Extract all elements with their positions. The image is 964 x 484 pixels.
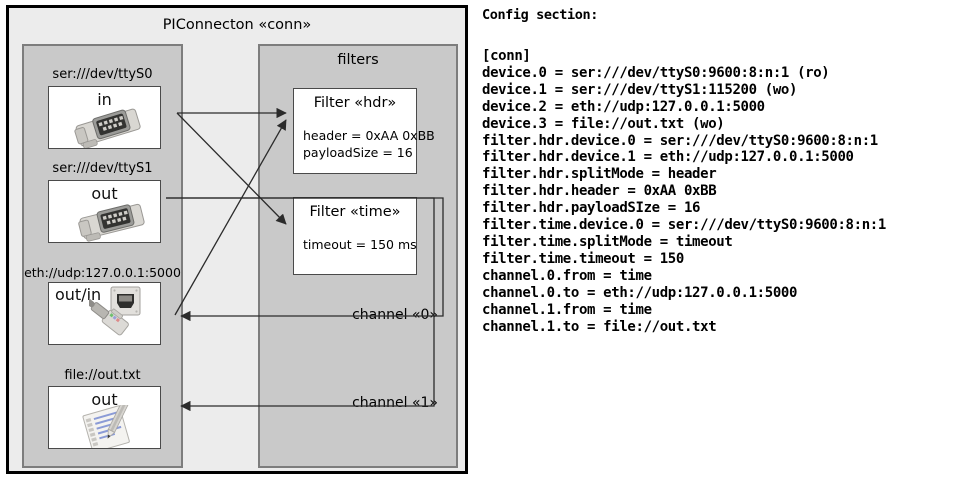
devices-panel: ser:///dev/ttyS0 in: [22, 44, 183, 468]
connector-diagram: PIConnecton «conn» ser:///dev/ttyS0 in: [6, 5, 468, 474]
filters-panel: filters Filter «hdr» header = 0xAA 0xBB …: [258, 44, 458, 468]
device-label-ttyS0: ser:///dev/ttyS0: [52, 67, 153, 82]
filters-panel-title: filters: [337, 52, 379, 68]
serial-port-icon: [75, 199, 149, 242]
device-label-file: file://out.txt: [64, 368, 141, 383]
device-card-file[interactable]: out: [48, 386, 161, 449]
channel-label-1: channel «1»: [352, 395, 438, 411]
channel-label-0: channel «0»: [352, 307, 438, 323]
ethernet-jack-icon: [83, 285, 160, 344]
filter-title-hdr: Filter «hdr»: [313, 95, 397, 111]
config-text: [conn] device.0 = ser:///dev/ttyS0:9600:…: [482, 48, 886, 335]
device-direction-ttyS1: out: [91, 184, 118, 203]
config-section: Config section: [conn] device.0 = ser://…: [482, 0, 964, 484]
device-direction-file: out: [91, 390, 118, 409]
serial-port-icon: [71, 105, 145, 148]
filter-title-time: Filter «time»: [309, 204, 401, 220]
device-label-ttyS1: ser:///dev/ttyS1: [52, 161, 153, 176]
document-pencil-icon: [79, 400, 141, 448]
filter-card-hdr[interactable]: Filter «hdr» header = 0xAA 0xBB payloadS…: [293, 88, 435, 174]
device-direction-ttyS0: in: [97, 90, 112, 109]
filter-prop-payload-size: payloadSize = 16: [303, 145, 413, 160]
filter-card-time[interactable]: Filter «time» timeout = 150 ms: [293, 197, 417, 275]
device-label-eth: eth://udp:127.0.0.1:5000: [24, 265, 181, 280]
device-card-ttyS0[interactable]: in: [48, 86, 161, 149]
device-card-eth[interactable]: out/in: [48, 282, 161, 345]
filter-prop-header: header = 0xAA 0xBB: [303, 128, 435, 143]
filter-prop-timeout: timeout = 150 ms: [303, 237, 417, 252]
diagram-title: PIConnecton «conn»: [162, 17, 312, 33]
device-card-ttyS1[interactable]: out: [48, 180, 161, 243]
config-heading: Config section:: [482, 7, 598, 23]
